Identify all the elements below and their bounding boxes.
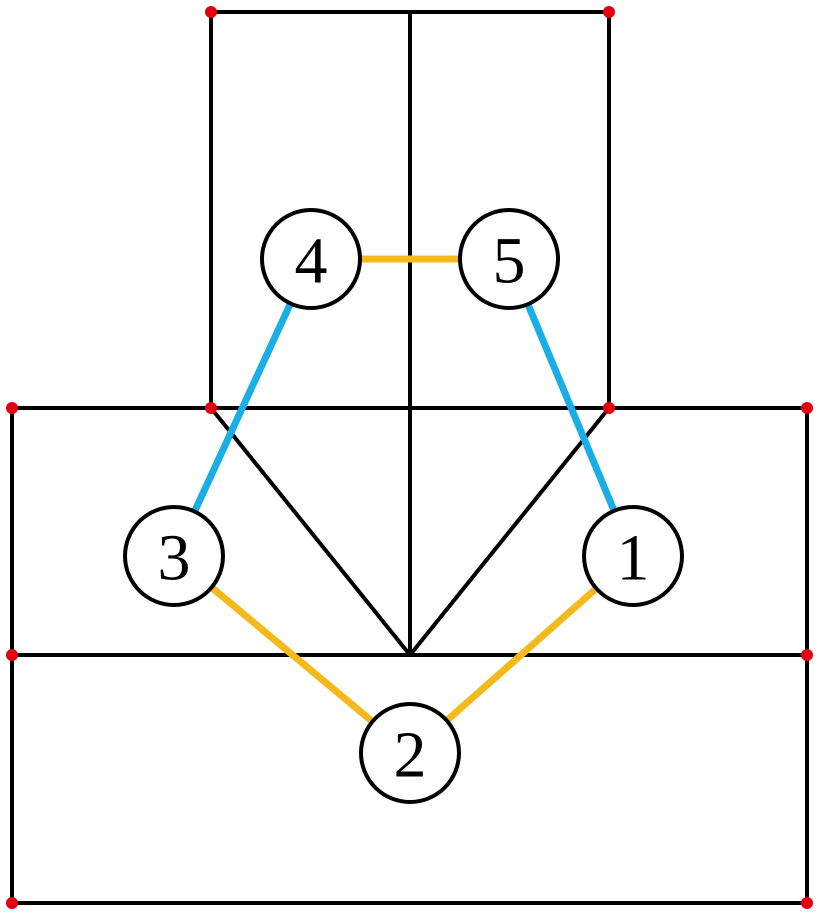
connection-4-3 xyxy=(191,302,294,513)
region-edges xyxy=(10,10,809,905)
vertex-dots xyxy=(6,6,813,909)
vertex-dot xyxy=(801,897,813,909)
left-diagonal-edge xyxy=(209,406,412,657)
node-2: 2 xyxy=(359,702,461,804)
connection-5-1 xyxy=(524,302,618,513)
vertex-dot xyxy=(801,402,813,414)
node-3-circle xyxy=(123,505,225,607)
vertex-dot xyxy=(205,6,217,18)
node-1-label: 1 xyxy=(617,522,650,595)
adjacency-connections xyxy=(191,255,618,725)
right-diagonal-edge xyxy=(408,406,611,657)
node-1: 1 xyxy=(582,505,684,607)
node-4-label: 4 xyxy=(295,225,328,298)
vertex-dot xyxy=(6,897,18,909)
node-5-circle xyxy=(458,208,560,310)
node-4-circle xyxy=(260,208,362,310)
vertex-dot xyxy=(6,649,18,661)
node-2-label: 2 xyxy=(394,719,427,792)
connection-2-1 xyxy=(444,585,599,724)
vertex-dot xyxy=(603,6,615,18)
node-3-label: 3 xyxy=(158,522,191,595)
vertex-dot xyxy=(603,402,615,414)
vertex-dot xyxy=(205,402,217,414)
vertex-dot xyxy=(6,402,18,414)
node-3: 3 xyxy=(123,505,225,607)
node-5-label: 5 xyxy=(493,225,526,298)
node-1-circle xyxy=(582,505,684,607)
node-4: 4 xyxy=(260,208,362,310)
node-5: 5 xyxy=(458,208,560,310)
connection-3-2 xyxy=(209,584,375,725)
node-2-circle xyxy=(359,702,461,804)
vertex-dot xyxy=(801,649,813,661)
region-nodes: 1 2 3 4 5 xyxy=(123,208,684,804)
